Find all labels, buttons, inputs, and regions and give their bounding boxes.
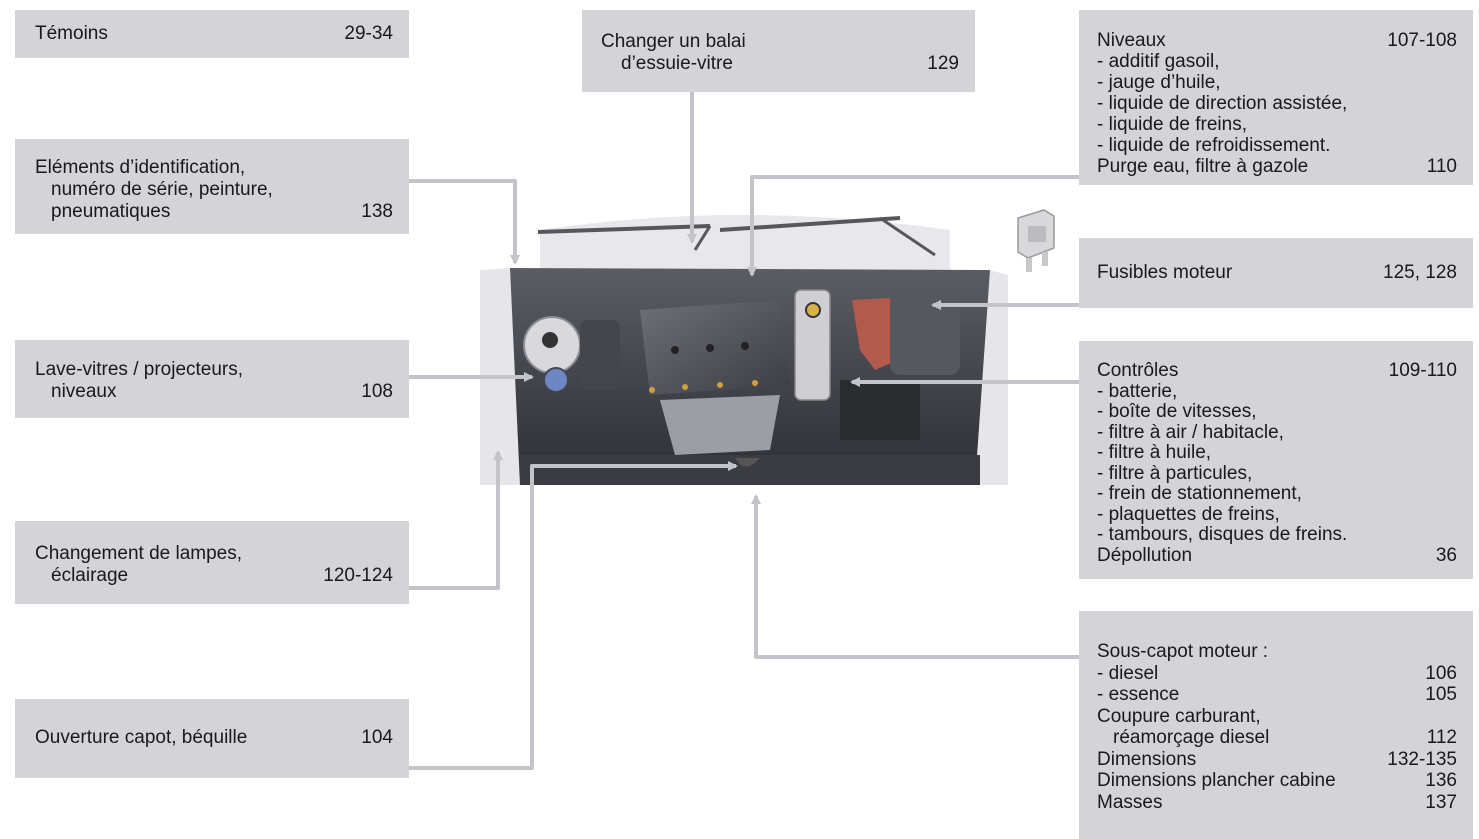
niveaux-item: - additif gasoil, [1097,51,1220,72]
lampes-pages: 120-124 [323,565,393,586]
box-sous-capot: Sous-capot moteur : - diesel 106 - essenc… [1079,611,1473,839]
sous-capot-diesel-pages: 106 [1425,662,1457,684]
controles-item: - filtre à air / habitacle, [1097,421,1284,443]
engine-bay-illustration [480,215,1008,485]
niveaux-extra-pages: 110 [1426,156,1457,177]
controles-extra-pages: 36 [1435,544,1457,566]
identification-line3: pneumatiques [51,201,171,222]
sous-capot-essence-label: - essence [1097,684,1180,705]
sous-capot-dimensions-pages: 132-135 [1387,748,1457,770]
box-controles: Contrôles 109-110 - batterie, - boîte de … [1079,341,1473,579]
temoins-label: Témoins [35,23,108,44]
washer-cap-icon [543,367,569,393]
controles-title: Contrôles [1097,360,1179,381]
controles-item: - boîte de vitesses, [1097,401,1257,422]
sous-capot-coupure-line2: réamorçage diesel [1113,727,1270,748]
sous-capot-coupure-pages: 112 [1426,727,1457,748]
box-fusibles: Fusibles moteur 125, 128 [1079,238,1473,308]
controles-item: - tambours, disques de freins. [1097,524,1348,545]
lave-vitres-line1: Lave-vitres / projecteurs, [35,359,244,380]
niveaux-title: Niveaux [1097,30,1166,51]
sous-capot-diesel-label: - diesel [1097,662,1159,684]
controles-extra-label: Dépollution [1097,544,1193,566]
sous-capot-plancher-label: Dimensions plancher cabine [1097,770,1336,791]
sous-capot-masses-pages: 137 [1425,791,1457,813]
identification-line2: numéro de série, peinture, [51,179,273,200]
box-niveaux: Niveaux 107-108 - additif gasoil, - jauge… [1079,10,1473,185]
box-identification: Eléments d’identification, numéro de sér… [15,139,409,234]
box-balai: Changer un balai d’essuie-vitre 129 [582,10,975,92]
fuse-icon [1017,209,1055,272]
lave-vitres-pages: 108 [361,381,393,402]
capot-pages: 104 [361,727,393,748]
balai-line1: Changer un balai [601,31,746,52]
box-lave-vitres: Lave-vitres / projecteurs, niveaux 108 [15,340,409,418]
box-temoins: Témoins 29-34 [15,10,409,58]
niveaux-pages: 107-108 [1387,30,1457,51]
niveaux-item: - liquide de refroidissement. [1097,135,1331,156]
controles-item: - frein de stationnement, [1097,483,1302,504]
controles-pages: 109-110 [1388,360,1457,381]
lampes-line1: Changement de lampes, [35,543,243,564]
sous-capot-masses-label: Masses [1097,791,1163,813]
box-lampes: Changement de lampes, éclairage 120-124 [15,521,409,604]
sous-capot-plancher-pages: 136 [1425,770,1457,791]
fusibles-label: Fusibles moteur [1097,262,1233,283]
left-wiper [537,224,711,234]
temoins-pages: 29-34 [344,23,393,44]
capot-label: Ouverture capot, béquille [35,727,248,748]
niveaux-item: - liquide de freins, [1097,114,1247,135]
balai-pages: 129 [927,53,959,74]
lave-vitres-line2: niveaux [51,381,117,402]
controles-item: - filtre à huile, [1097,442,1212,463]
lampes-line2: éclairage [51,565,129,586]
niveaux-extra-label: Purge eau, filtre à gazole [1097,156,1309,177]
sous-capot-dimensions-label: Dimensions [1097,748,1197,770]
controles-item: - batterie, [1097,380,1178,402]
fuse-box [852,298,898,370]
sous-capot-title: Sous-capot moteur : [1097,641,1269,662]
balai-line2: d’essuie-vitre [621,53,733,74]
controles-item: - plaquettes de freins, [1097,503,1280,525]
coolant-cap-icon [805,302,821,318]
fusibles-pages: 125, 128 [1383,262,1457,283]
niveaux-item: - jauge d’huile, [1097,72,1221,93]
sous-capot-coupure-line1: Coupure carburant, [1097,705,1261,727]
controles-item: - filtre à particules, [1097,462,1253,484]
niveaux-item: - liquide de direction assistée, [1097,93,1348,114]
engine-cover [640,300,790,395]
identification-line1: Eléments d’identification, [35,157,246,178]
box-capot: Ouverture capot, béquille 104 [15,699,409,778]
identification-pages: 138 [361,201,393,222]
sous-capot-essence-pages: 105 [1425,684,1457,705]
